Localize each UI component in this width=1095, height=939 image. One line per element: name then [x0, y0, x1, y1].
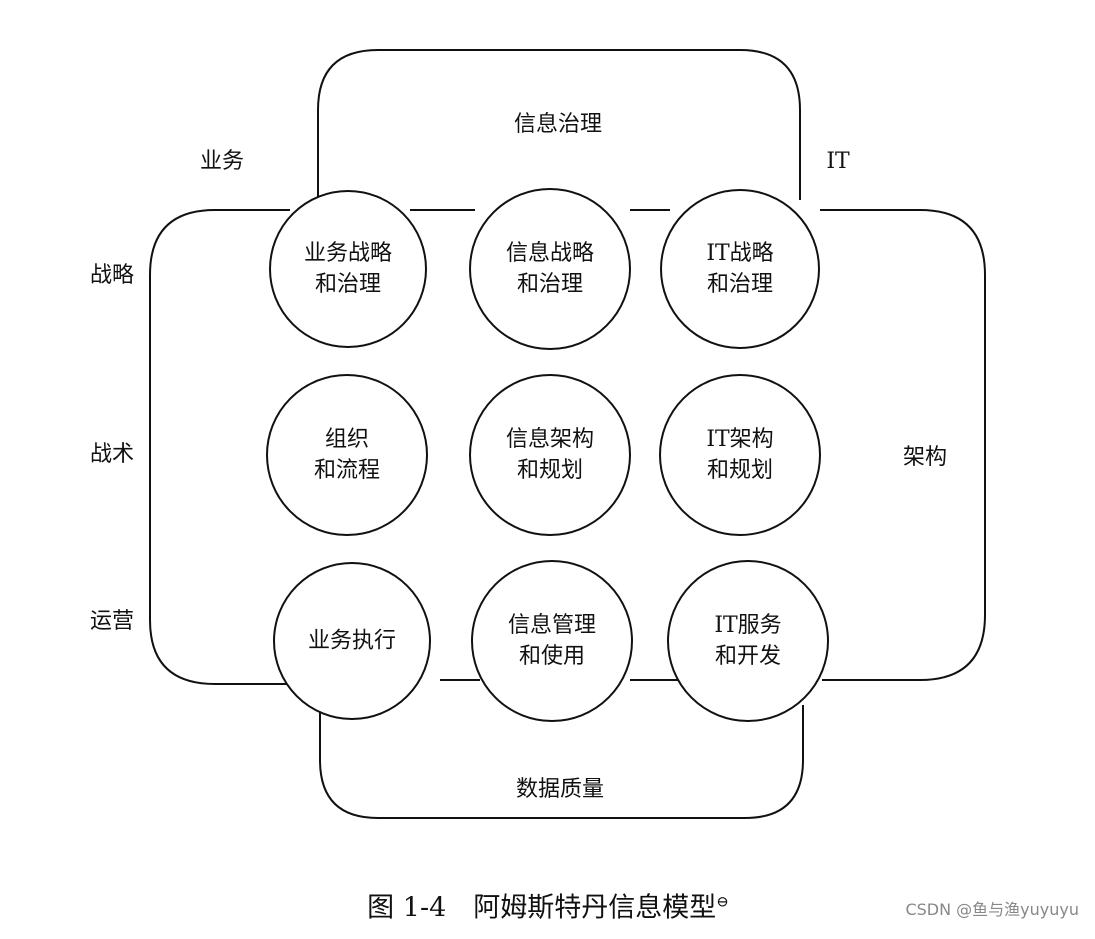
- caption-text: 图 1-4 阿姆斯特丹信息模型: [367, 892, 717, 924]
- circle-text-line2: 和规划: [516, 458, 584, 483]
- vertical-band-outline: [317, 49, 804, 819]
- circle-text-line1: 业务战略: [303, 241, 393, 266]
- label-architecture: 架构: [902, 445, 948, 470]
- circle-it-architecture: [659, 374, 821, 536]
- circle-text-business-strategy: 业务战略 和治理: [304, 238, 392, 300]
- label-information-governance: 信息治理: [513, 112, 603, 137]
- circle-text-it-service: IT服务 和开发: [714, 610, 781, 672]
- watermark: CSDN @鱼与渔yuyuyu: [905, 900, 1079, 919]
- circle-text-line1: 信息架构: [505, 427, 595, 452]
- circle-it-strategy: [660, 189, 820, 349]
- circle-text-line2: 和治理: [516, 272, 584, 297]
- circle-business-strategy: [269, 190, 427, 348]
- circle-text-information-strategy: 信息战略 和治理: [506, 238, 594, 300]
- circle-text-information-management: 信息管理 和使用: [508, 610, 596, 672]
- label-it: IT: [826, 149, 850, 174]
- circle-text-line2: 和使用: [518, 644, 586, 669]
- circle-text-line2: 和规划: [706, 458, 773, 483]
- circle-text-line1: 信息战略: [505, 241, 595, 266]
- circle-business-execution: [273, 562, 431, 720]
- circle-organization-process: [266, 374, 428, 536]
- circle-information-strategy: [469, 188, 631, 350]
- circle-text-it-architecture: IT架构 和规划: [706, 424, 773, 486]
- circle-text-organization-process: 组织 和流程: [314, 424, 380, 486]
- circle-text-line2: 和开发: [714, 644, 781, 669]
- circle-text-it-strategy: IT战略 和治理: [706, 238, 773, 300]
- circle-text-line2: 和治理: [314, 272, 382, 297]
- caption-footnote-mark: ⊖: [716, 892, 729, 911]
- horizontal-band-left-outline: [149, 209, 300, 685]
- circle-text-line1: IT战略: [706, 241, 774, 266]
- circle-information-management: [471, 560, 633, 722]
- circle-it-service: [667, 560, 829, 722]
- circle-information-architecture: [469, 374, 631, 536]
- circle-text-business-execution: 业务执行: [308, 626, 396, 657]
- circle-text-line1: 组织: [324, 427, 370, 452]
- circle-text-line2: 和治理: [706, 272, 773, 297]
- circle-text-line1: IT架构: [706, 427, 774, 452]
- label-business: 业务: [199, 149, 245, 174]
- label-data-quality: 数据质量: [515, 777, 605, 802]
- label-strategy: 战略: [89, 263, 135, 288]
- circle-text-line1: 信息管理: [507, 613, 597, 638]
- figure-caption: 图 1-4 阿姆斯特丹信息模型⊖: [367, 886, 729, 925]
- label-tactics: 战术: [89, 442, 135, 467]
- circle-text-line1: 业务执行: [307, 628, 397, 654]
- label-operations: 运营: [89, 609, 135, 634]
- circle-text-information-architecture: 信息架构 和规划: [506, 424, 594, 486]
- right-band-outline: [820, 209, 986, 681]
- circle-text-line2: 和流程: [313, 458, 381, 483]
- circle-text-line1: IT服务: [714, 613, 782, 638]
